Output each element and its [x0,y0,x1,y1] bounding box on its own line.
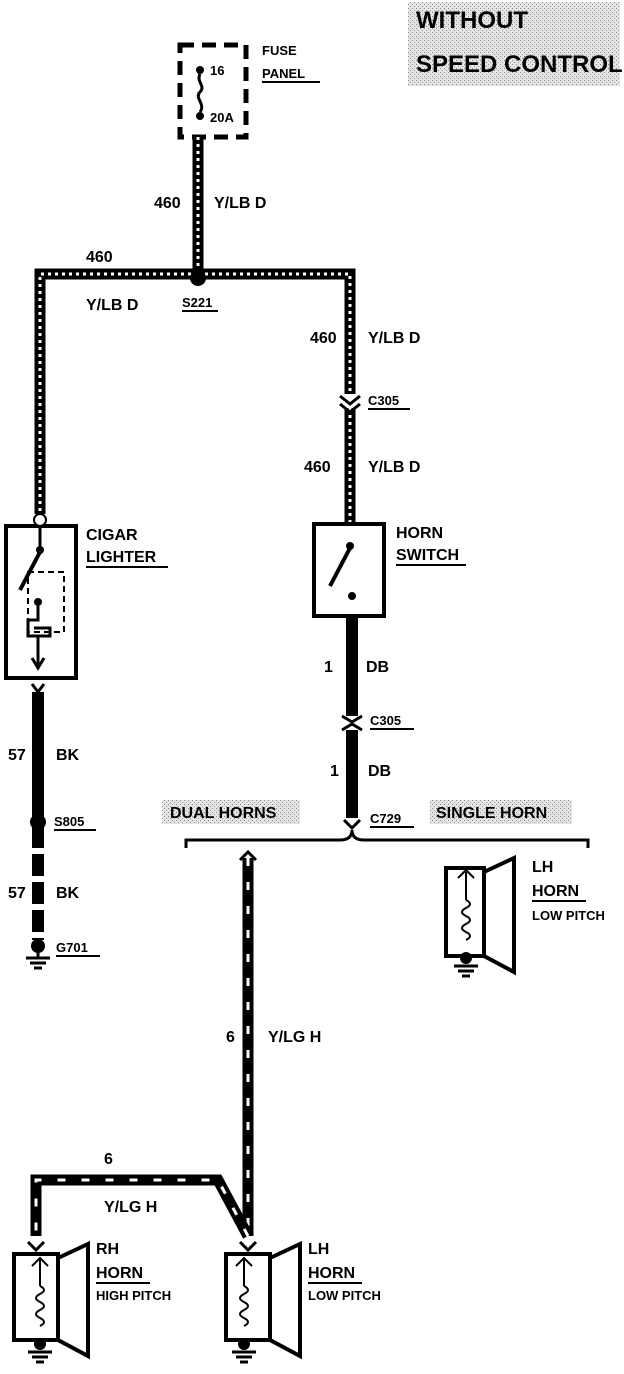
fuse-panel-label-1: FUSE [262,43,297,58]
rh-horn-label-2: HORN [96,1265,143,1282]
wire-dual-horn-feed [238,849,258,1236]
horn-switch-contact-icon [328,547,352,587]
wire-dual-feed-circuit: 6 [226,1029,235,1046]
c305-top-label: C305 [368,393,399,408]
wire-bk-upper-color: BK [56,747,80,764]
wire-db-lower-color: DB [368,763,391,780]
wire-right-upper-circuit: 460 [310,330,337,347]
horn-switch-box [312,522,386,618]
option-dual-horns: DUAL HORNS [170,805,277,822]
wire-left-color: Y/LB D [86,297,138,314]
wire-left-circuit: 460 [86,249,113,266]
fuse-panel-outline [177,42,249,140]
c305-bottom-label: C305 [370,713,401,728]
ground-g701: G701 [26,939,100,970]
title-line-2: SPEED CONTROL [416,51,623,78]
wire-dual-feed-color: Y/LG H [268,1029,321,1046]
wire-bk-upper-circuit: 57 [8,747,26,764]
option-bracket [184,829,590,848]
rh-horn-label-1: RH [96,1241,119,1258]
wire-bk-lower-circuit: 57 [8,885,26,902]
dual-horns-bg [162,800,300,824]
fuse-terminal-top [196,66,204,74]
wire-horn-switch-db [341,616,363,831]
dual-lh-horn-pitch: LOW PITCH [308,1288,381,1303]
cigar-lighter-element-icon [26,606,52,638]
wire-bk-lower-color: BK [56,885,80,902]
wire-db-upper-color: DB [366,659,389,676]
splice-s221-dot [190,270,206,286]
wire-rh-feed-color: Y/LG H [104,1199,157,1216]
c729-label: C729 [370,811,401,826]
horn-switch-label-2: SWITCH [396,547,459,564]
cigar-lighter-label-2: LIGHTER [86,549,157,566]
splice-s221-label: S221 [182,295,212,310]
option-single-horn: SINGLE HORN [436,805,547,822]
rh-horn-pitch: HIGH PITCH [96,1288,171,1303]
wire-rh-feed-circuit: 6 [104,1151,113,1168]
fuse-terminal-bottom [196,112,204,120]
title-background [408,2,620,86]
fuse-rating: 20A [210,110,234,125]
single-lh-horn: LH HORN LOW PITCH [444,854,605,978]
single-lh-horn-icon [483,854,516,976]
title-block: WITHOUT SPEED CONTROL [408,2,623,86]
single-horn-bg [430,800,572,824]
wire-rh-horn-feed [30,1174,253,1239]
dual-lh-horn: LH HORN LOW PITCH [224,1240,381,1364]
dual-lh-horn-label-2: HORN [308,1265,355,1282]
wire-right-upper-color: Y/LB D [368,330,420,347]
dual-lh-horn-icon [269,1240,302,1360]
wire-db-lower-circuit: 1 [330,763,339,780]
wire-fuse-circuit: 460 [154,195,181,212]
wire-s221-to-lighter [34,268,198,514]
fuse-panel-label-2: PANEL [262,66,305,81]
horn-switch-label-1: HORN [396,525,443,542]
splice-s805-dot [30,814,46,830]
single-lh-horn-pitch: LOW PITCH [532,908,605,923]
wire-lighter-ground [30,683,46,940]
single-lh-horn-label-2: HORN [532,883,579,900]
ground-g701-label: G701 [56,940,88,955]
rh-horn: RH HORN HIGH PITCH [12,1240,171,1364]
cigar-lighter-terminal [33,513,47,527]
wire-db-upper-circuit: 1 [324,659,333,676]
fuse-element-icon [196,73,204,113]
single-lh-horn-label-1: LH [532,859,553,876]
cigar-lighter: CIGAR LIGHTER [4,513,168,680]
fuse-panel: 16 20A FUSE PANEL [177,42,320,140]
wire-right-lower-circuit: 460 [304,459,331,476]
cigar-lighter-label-1: CIGAR [86,527,138,544]
y-lb-d-wires [34,137,356,522]
horn-switch: HORN SWITCH [312,522,466,618]
title-line-1: WITHOUT [416,7,528,34]
splice-s805-label: S805 [54,814,84,829]
wire-fuse-color: Y/LB D [214,195,266,212]
wire-s221-to-c305 [198,268,356,394]
fuse-number: 16 [210,63,224,78]
rh-horn-icon [57,1240,90,1360]
dual-lh-horn-label-1: LH [308,1241,329,1258]
connector-c305-top: C305 [339,393,410,414]
wire-right-lower-color: Y/LB D [368,459,420,476]
